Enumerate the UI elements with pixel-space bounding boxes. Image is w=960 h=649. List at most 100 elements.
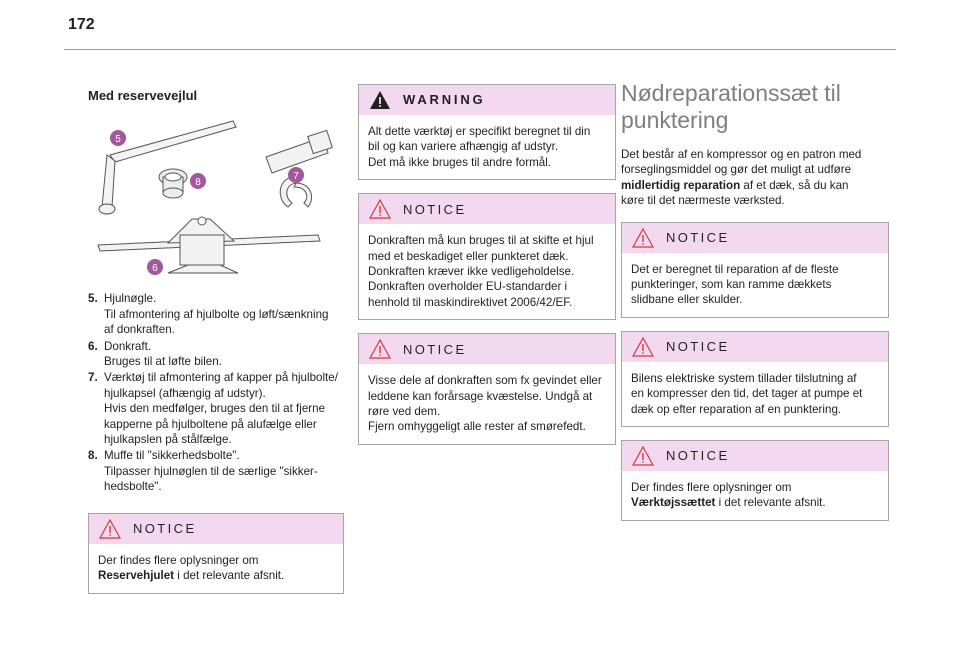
notice-box: NOTICE Visse dele af donkraften som fx g… — [358, 333, 616, 445]
notice-text: en kompresser den tid, det tager at pump… — [631, 387, 863, 401]
item-number: 8. — [88, 449, 98, 463]
notice-body: Visse dele af donkraften som fx gevindet… — [359, 364, 615, 444]
caution-triangle-icon — [632, 446, 654, 466]
notice-box: NOTICE Bilens elektriske system tillader… — [621, 330, 889, 428]
callout-7: 7 — [288, 167, 304, 184]
intro-line: Det består af en kompressor og en patron… — [621, 148, 862, 161]
item-number: 7. — [88, 371, 98, 385]
notice-text: med et beskadiget eller punkteret dæk. — [368, 249, 569, 263]
warning-text: Det må ikke bruges til andre formål. — [368, 155, 551, 169]
item-line: Donkraft. — [104, 339, 152, 353]
notice-header: NOTICE — [622, 331, 888, 362]
warning-header: WARNING — [359, 85, 615, 115]
notice-label: NOTICE — [666, 339, 730, 355]
notice-label: NOTICE — [666, 448, 730, 464]
warning-box: WARNING Alt dette værktøj er specifikt b… — [358, 84, 616, 181]
notice-header: NOTICE — [359, 334, 615, 365]
column-repair-kit: Nødreparationssæt til punktering Det bes… — [621, 80, 889, 521]
notice-text: Det er beregnet til reparation af de fle… — [631, 262, 839, 276]
cap-removal-tool-icon — [265, 130, 333, 209]
intro-bold: midlertidig reparation — [621, 178, 741, 192]
notice-text: røre ved dem. — [368, 405, 441, 419]
item-number: 5. — [88, 292, 98, 306]
notice-box: NOTICE Donkraften må kun bruges til at s… — [358, 193, 616, 321]
page-number: 172 — [68, 16, 95, 33]
callout-8: 8 — [190, 173, 206, 190]
notice-label: NOTICE — [666, 229, 730, 245]
notice-box: NOTICE Der findes flere oplysninger om R… — [88, 512, 344, 594]
item-line: Muffe til "sikkerhedsbolte". — [104, 449, 240, 463]
notice-text: Værktøjssættet i det relevante afsnit. — [631, 495, 880, 510]
item-line: Til afmontering af hjulbolte og løft/sæn… — [104, 307, 329, 321]
notice-bold-ref: Reservehjulet — [98, 569, 175, 583]
notice-text: punkteringer, som kan ramme dækkets — [631, 278, 832, 292]
item-line: hjulkapsel (afhængig af udstyr). — [104, 386, 266, 400]
notice-bold-ref: Værktøjssættet — [631, 496, 716, 510]
section-title: Med reservevejlul — [88, 88, 198, 103]
socket-icon — [158, 168, 188, 199]
warning-triangle-icon — [370, 91, 390, 109]
notice-text: henhold til maskindirektivet 2006/42/EF. — [368, 295, 573, 309]
item-line: hedsbolte". — [104, 480, 162, 494]
column-spare-wheel: Med reservevejlul — [88, 84, 344, 594]
heading-line: Nødreparationssæt til — [621, 80, 841, 106]
callout-5: 5 — [110, 130, 126, 147]
tool-kit-illustration: 5 8 7 6 — [88, 117, 344, 277]
notice-text: Visse dele af donkraften som fx gevindet… — [368, 374, 602, 388]
caution-triangle-icon — [99, 518, 121, 539]
warning-label: WARNING — [403, 92, 486, 108]
notice-text: leddene kan forårsage kvæstelse. Undgå a… — [368, 389, 593, 403]
list-item: 8. Muffe til "sikkerhedsbolte". Tilpasse… — [88, 448, 344, 494]
item-line: kapperne på hjulboltene på alufælge elle… — [104, 417, 317, 431]
notice-label: NOTICE — [133, 520, 197, 536]
list-item: 7. Værktøj til afmontering af kapper på … — [88, 370, 344, 447]
notice-tail: i det relevante afsnit. — [715, 496, 826, 510]
notice-header: NOTICE — [89, 513, 343, 544]
notice-text: Der findes flere oplysninger om — [98, 553, 259, 567]
item-line: Tilpasser hjulnøglen til de særlige "sik… — [104, 464, 318, 478]
warning-text: bil og kan variere afhængig af udstyr. — [368, 140, 559, 154]
wheel-wrench-icon — [98, 120, 237, 215]
notice-box: NOTICE Der findes flere oplysninger om V… — [621, 440, 889, 521]
callout-7-label: 7 — [293, 171, 299, 182]
callout-5-label: 5 — [115, 134, 121, 145]
caution-triangle-icon — [369, 339, 391, 359]
notice-body: Der findes flere oplysninger om Reserveh… — [89, 544, 343, 593]
notice-body: Det er beregnet til reparation af de fle… — [622, 253, 888, 317]
notice-header: NOTICE — [359, 194, 615, 225]
tool-list: 5. Hjulnøgle. Til afmontering af hjulbol… — [88, 291, 344, 494]
item-line: Hjulnøgle. — [104, 292, 157, 306]
notice-text: slidbane eller skulder. — [631, 293, 743, 307]
notice-box: NOTICE Det er beregnet til reparation af… — [621, 221, 889, 318]
notice-text: Reservehjulet i det relevante afsnit. — [98, 568, 335, 583]
warning-text: Alt dette værktøj er specifikt beregnet … — [368, 125, 591, 138]
callout-6-label: 6 — [152, 263, 158, 274]
item-line: Bruges til at løfte bilen. — [104, 355, 222, 369]
list-item: 5. Hjulnøgle. Til afmontering af hjulbol… — [88, 291, 344, 337]
notice-header: NOTICE — [622, 222, 888, 253]
jack-icon — [97, 216, 321, 274]
notice-body: Der findes flere oplysninger om Værktøjs… — [622, 471, 888, 520]
item-line: af donkraften. — [104, 323, 175, 337]
heading-line: punktering — [621, 107, 729, 133]
intro-line: forseglingsmiddel og gør det muligt at u… — [621, 163, 852, 177]
intro-line: køre til det nærmeste værksted. — [621, 194, 785, 208]
notice-text: Der findes flere oplysninger om — [631, 481, 792, 495]
notice-text: Donkraften overholder EU-standarder i — [368, 280, 568, 294]
notice-body: Donkraften må kun bruges til at skifte e… — [359, 224, 615, 319]
tools-drawing: 5 8 7 6 — [97, 120, 333, 276]
notice-body: Bilens elektriske system tillader tilslu… — [622, 362, 888, 426]
caution-triangle-icon — [369, 199, 391, 219]
column-warnings: WARNING Alt dette værktøj er specifikt b… — [358, 84, 616, 445]
warning-body: Alt dette værktøj er specifikt beregnet … — [359, 115, 615, 179]
intro-paragraph: Det består af en kompressor og en patron… — [621, 147, 889, 209]
caution-triangle-icon — [632, 336, 654, 357]
caution-triangle-icon — [632, 227, 654, 248]
notice-text: dæk op efter reparation af en punktering… — [631, 402, 842, 416]
intro-tail: af et dæk, så du kan — [740, 178, 849, 192]
item-line: Hvis den medfølger, bruges den til at fj… — [104, 402, 326, 416]
item-number: 6. — [88, 339, 98, 353]
notice-text: Donkraften må kun bruges til at skifte e… — [368, 234, 594, 248]
notice-text: Bilens elektriske system tillader tilslu… — [631, 371, 857, 385]
notice-header: NOTICE — [622, 441, 888, 472]
